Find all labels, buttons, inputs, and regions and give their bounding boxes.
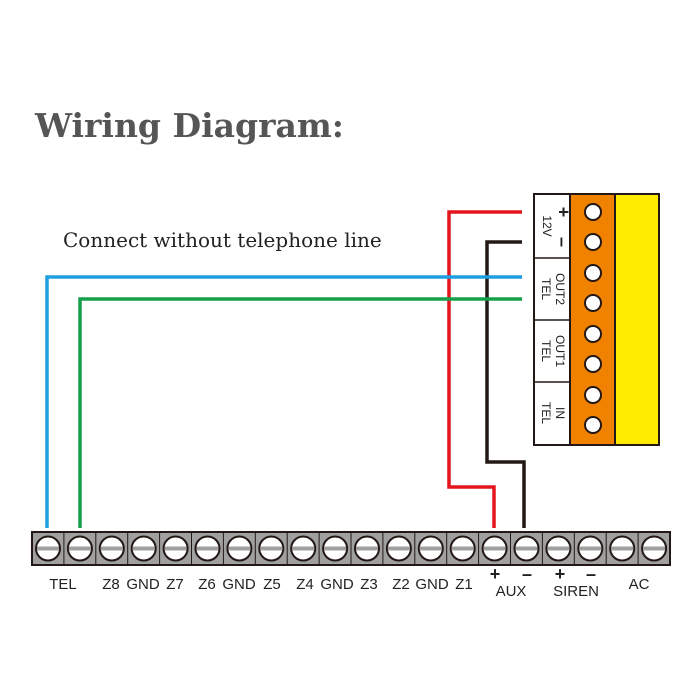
label-tel: TEL xyxy=(49,576,77,593)
terminal-labels: TEL Z8 GND Z7 Z6 GND Z5 Z4 GND Z3 Z2 GND… xyxy=(49,564,649,600)
screw-terminal xyxy=(584,233,602,251)
label-gnd: GND xyxy=(222,576,256,593)
wire-green xyxy=(78,297,522,528)
label-12v: 12V xyxy=(540,215,554,236)
screw-terminal xyxy=(573,532,604,565)
label-out1: OUT1 xyxy=(553,335,567,367)
screw-terminal xyxy=(605,532,636,565)
screw-terminal xyxy=(584,355,602,373)
label-out2-tel: TEL xyxy=(539,278,553,300)
screw-terminal xyxy=(286,532,317,565)
screw-terminal xyxy=(446,532,476,565)
screw-terminal xyxy=(584,294,602,312)
screw-terminal xyxy=(191,532,221,565)
label-gnd: GND xyxy=(320,576,354,593)
label-aux: AUX xyxy=(496,583,527,600)
telephone-module: + 12V – OUT2 TEL OUT1 TEL IN TEL xyxy=(533,193,660,446)
screw-terminal xyxy=(127,532,157,565)
label-12v-plus: + xyxy=(553,207,573,218)
label-z8: Z8 xyxy=(102,576,120,593)
label-ac: AC xyxy=(629,576,650,593)
label-siren-minus: – xyxy=(586,564,596,584)
screw-terminal xyxy=(584,325,602,343)
wire-black xyxy=(485,240,526,528)
screw-terminal xyxy=(350,532,380,565)
label-out2: OUT2 xyxy=(553,273,567,305)
label-in: IN xyxy=(553,407,567,419)
label-z6: Z6 xyxy=(198,576,216,593)
terminal-strip xyxy=(31,531,671,566)
screw-terminal xyxy=(31,532,61,565)
label-z1: Z1 xyxy=(455,576,473,593)
screw-terminal xyxy=(584,386,602,404)
diagram-title: Wiring Diagram: xyxy=(34,106,344,145)
label-12v-minus: – xyxy=(552,237,572,247)
label-siren-plus: + xyxy=(555,564,566,584)
label-aux-minus: – xyxy=(522,564,532,584)
label-gnd: GND xyxy=(126,576,160,593)
wire-blue xyxy=(45,275,522,528)
screw-terminal xyxy=(159,532,189,565)
screw-terminal xyxy=(510,532,540,565)
label-z2: Z2 xyxy=(392,576,410,593)
diagram-subtitle: Connect without telephone line xyxy=(63,228,382,252)
screw-terminal xyxy=(222,532,253,565)
label-z3: Z3 xyxy=(360,576,378,593)
screw-terminal xyxy=(382,532,412,565)
label-z4: Z4 xyxy=(296,576,314,593)
wire-red xyxy=(447,210,522,528)
screw-terminal xyxy=(414,532,444,565)
screw-terminal xyxy=(584,203,602,221)
label-aux-plus: + xyxy=(490,564,501,584)
label-gnd: GND xyxy=(415,576,449,593)
screw-terminal xyxy=(318,532,349,565)
screw-terminal xyxy=(637,532,668,565)
screw-terminal xyxy=(584,416,602,434)
screw-terminal xyxy=(584,264,602,282)
screw-terminal xyxy=(95,532,125,565)
screw-terminal xyxy=(478,532,508,565)
label-z5: Z5 xyxy=(263,576,281,593)
label-in-tel: TEL xyxy=(539,402,553,424)
label-siren: SIREN xyxy=(553,583,599,600)
screw-terminal xyxy=(254,532,285,565)
label-out1-tel: TEL xyxy=(539,340,553,362)
label-z7: Z7 xyxy=(166,576,184,593)
screw-terminal xyxy=(541,532,572,565)
screw-terminal xyxy=(63,532,93,565)
